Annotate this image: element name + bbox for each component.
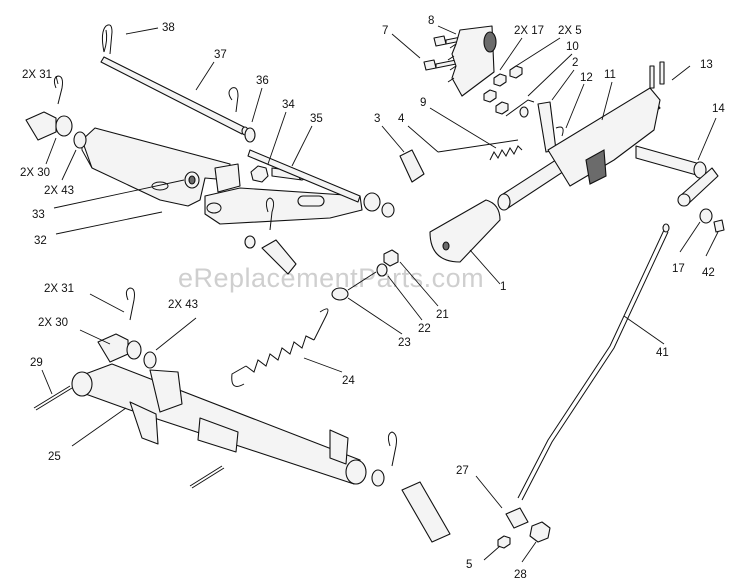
nut-5-a [509,65,523,79]
washer-36 [244,127,256,143]
pin-lower-right [401,481,451,543]
callout-label: 13 [700,59,713,71]
hairpin-mid [265,197,275,231]
callout-label: 25 [48,451,61,463]
nut-5-lower [497,535,511,549]
callout-label: 2X 5 [558,25,582,37]
link-10 [505,99,535,117]
callout-labels: 38 37 36 35 34 33 32 2X 31 2X 30 2X 43 7… [20,15,725,581]
callout-label: 12 [580,72,593,84]
nut-5-b [495,101,509,115]
callout-label: 23 [398,337,411,349]
gear-sector-8 [447,25,497,97]
washer-22 [376,263,388,277]
screw-42 [713,219,725,233]
callout-label: 3 [374,113,380,125]
nut-21 [383,249,399,267]
callout-label: 2X 31 [44,283,74,295]
rod-link [247,149,395,218]
callout-label: 7 [382,25,388,37]
callout-label: 32 [34,235,47,247]
callout-label: 33 [32,209,45,221]
pin-13-b [659,61,665,85]
callout-label: 2X 43 [168,299,198,311]
watermark: eReplacementParts.com [178,263,484,293]
pin-13-a [649,65,655,89]
callout-label: 2X 31 [22,69,52,81]
nut-17-a [493,73,507,87]
nut-34 [250,165,269,183]
callout-label: 17 [672,263,685,275]
crank-14 [635,145,719,207]
rod-41 [517,223,670,501]
cap-3 [399,149,425,183]
callout-label: 4 [398,113,405,125]
callout-label: 35 [310,113,323,125]
callout-label: 9 [420,97,426,109]
tube-11 [497,87,661,211]
bushing-33 [184,171,200,189]
callout-label: 1 [500,281,506,293]
callout-label: 38 [162,22,175,34]
callout-label: 36 [256,75,269,87]
shaft-25 [71,363,367,485]
washer-12 [519,106,529,118]
washer-lower-right [371,469,385,487]
pin-mid [261,239,297,275]
callout-label: 2X 30 [20,167,50,179]
cotter-pin-29 [33,385,73,411]
bushing-27 [505,507,529,529]
callout-label: 28 [514,569,527,581]
callout-label: 10 [566,41,579,53]
hairpin-lower-right [387,431,397,467]
arm-2 [537,101,557,153]
washer-mid [244,235,256,249]
callout-label: 2X 17 [514,25,544,37]
spring-9 [489,145,523,161]
rod-4 [437,139,519,153]
callout-label: 14 [712,103,725,115]
washer-43-lower [143,351,157,369]
leader-lines [41,25,719,563]
rod-37 [100,56,249,136]
hairpin-36 [228,87,239,113]
callout-label: 2X 30 [38,317,68,329]
washer-17 [699,208,713,224]
hook-12 [555,126,564,137]
washer-43-upper [73,131,87,149]
callout-label: 2X 43 [44,185,74,197]
callout-label: 41 [656,347,669,359]
callout-label: 21 [436,309,449,321]
callout-label: 8 [428,15,434,27]
knob-1 [429,199,501,263]
callout-label: 24 [342,375,355,387]
hairpin-clip-38 [101,24,113,55]
clevis-pin-30-upper [25,111,73,141]
callout-label: 37 [214,49,227,61]
callout-label: 11 [604,69,616,81]
eyebolt-23 [331,271,377,301]
nut-17-b [483,89,497,103]
callout-label: 22 [418,323,431,335]
callout-label: 5 [466,559,472,571]
bracket-plate-32 [81,127,363,225]
callout-label: 29 [30,357,43,369]
nut-28 [529,521,551,543]
callout-label: 27 [456,465,469,477]
hairpin-31-upper [53,75,63,105]
small-pin [189,465,225,489]
callout-label: 2 [572,57,578,69]
spring-24 [231,308,329,387]
clevis-pin-30-lower [97,333,142,363]
hairpin-31-lower [125,287,135,321]
callout-label: 34 [282,99,295,111]
callout-label: 42 [702,267,715,279]
